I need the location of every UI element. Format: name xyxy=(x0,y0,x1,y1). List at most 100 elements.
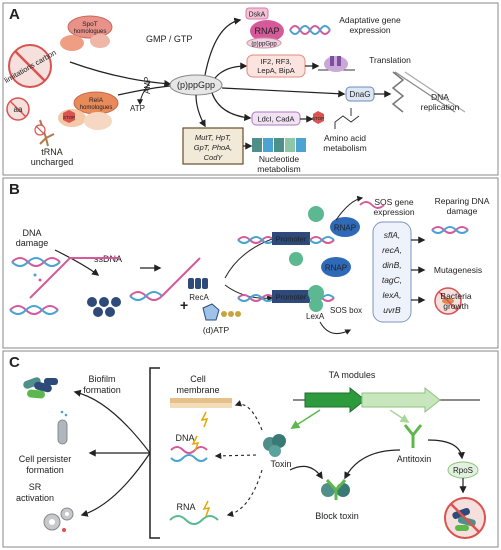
sos-gene-item: tagC, xyxy=(382,275,402,285)
mutt-box xyxy=(182,127,244,165)
panel-c-border xyxy=(2,350,499,548)
toxin-icon xyxy=(263,434,286,457)
arrow-rela-to-ppgpp xyxy=(117,85,171,96)
block-toxin-text: Block toxin xyxy=(315,511,359,521)
lexa-free-1 xyxy=(308,206,324,222)
bacteria-growth-icon xyxy=(434,287,462,315)
sos-gene-item: dinB, xyxy=(382,260,401,270)
promoter-top-dna xyxy=(237,236,275,244)
sos-gene-item: uvrB xyxy=(383,305,401,315)
datp-text: (d)ATP xyxy=(203,325,230,335)
promoter-top-dna-2 xyxy=(237,236,275,244)
biofilm-text: Biofilm xyxy=(88,374,115,384)
plus-sign: + xyxy=(180,297,188,313)
bacteria-growth-text-2: growth xyxy=(443,301,469,311)
dna-replication-strand-2 xyxy=(404,71,466,113)
amino-acid-structure-icon xyxy=(334,108,360,129)
rnap-a-node xyxy=(250,20,284,42)
nucleotide-chain-icon xyxy=(252,138,306,152)
dksa-box xyxy=(245,7,269,20)
dna-damage-text: DNA xyxy=(22,228,41,238)
membrane-text: Cell xyxy=(190,374,206,384)
trna-text: tRNA xyxy=(41,147,63,157)
dna-helix-a1b xyxy=(289,25,331,35)
arrow-antitoxin-block xyxy=(344,449,401,480)
arrow-spot-to-ppgpp xyxy=(69,61,172,88)
sos-gene-text: SOS gene xyxy=(374,197,413,207)
sos-box-text: SOS box xyxy=(330,306,362,315)
ta-modules-text: TA modules xyxy=(329,370,376,380)
fragment-dot-2 xyxy=(38,278,42,282)
rela-homologues: RelA homologues STOP xyxy=(58,91,119,130)
repair-text-2: damage xyxy=(447,206,478,216)
damaged-dna-icon-2 xyxy=(11,257,61,267)
rela-label-2: homologues xyxy=(80,105,113,111)
lexa-free-2 xyxy=(289,252,303,266)
spot-homologues: SpoT homologues xyxy=(60,15,113,51)
mutt-text-1: MutT, HpT, xyxy=(195,133,231,142)
biofilm-text-2: formation xyxy=(83,385,121,395)
arrow-gene-toxin xyxy=(290,409,321,429)
lexa-text: LexA xyxy=(306,312,325,321)
persister-text-2: formation xyxy=(26,465,64,475)
adaptative-text-2: expression xyxy=(349,25,390,35)
lexa-bound-1 xyxy=(308,285,324,301)
panel-c: C Biofilm formation Cell persister forma… xyxy=(2,350,499,548)
ribosome-icon xyxy=(318,56,355,72)
ssdna-strand xyxy=(29,257,120,299)
amino-acid-text: Amino acid xyxy=(324,133,366,143)
ppgpp-small-node xyxy=(246,37,282,49)
panel-b: B DNA damage ssDNA RecA + xyxy=(2,177,499,349)
arrow-to-rnap xyxy=(204,17,242,76)
stop-sign-2-text: STOP xyxy=(312,116,324,121)
repaired-dna-icon xyxy=(431,226,469,234)
antitoxin-icon xyxy=(403,424,423,448)
amino-acid-text-2: metabolism xyxy=(323,143,366,153)
panel-b-label: B xyxy=(9,181,20,198)
aa-text: aa xyxy=(14,105,23,114)
biofilm-icon xyxy=(23,377,58,399)
ppgpp-small-text: (p)ppGpp xyxy=(251,42,277,48)
promoter-top-text: Promoter xyxy=(276,235,307,244)
promoter-bottom-text: Promoter xyxy=(276,293,307,302)
arrow-toxin-dna xyxy=(214,452,257,460)
arrow-rnap-sos xyxy=(335,195,364,221)
membrane-icon xyxy=(170,398,232,428)
atp-text: ATP xyxy=(130,104,145,113)
sos-gene-text-2: expression xyxy=(373,207,414,217)
sos-gene-item: recA, xyxy=(382,245,402,255)
panel-a: A limitations carbon aa SpoT homologues … xyxy=(2,2,499,176)
adaptative-text: Adaptative gene xyxy=(339,15,401,25)
rna-c-icon xyxy=(169,500,219,525)
ppgpp-text: (p)ppGpp xyxy=(177,80,215,90)
arrow-sos-box xyxy=(319,321,352,335)
sos-gene-item: sflA, xyxy=(384,230,401,240)
persister-cell-icon xyxy=(57,410,68,445)
rela-label: RelA xyxy=(89,97,104,104)
blocked-bacteria-icon xyxy=(444,497,486,539)
arrow-antitoxin-rpos xyxy=(427,439,465,460)
arrow-damage xyxy=(54,249,100,276)
dksa-text: DskA xyxy=(249,12,266,19)
promoter-bottom-dna xyxy=(237,294,275,302)
ssdna-duplex-2 xyxy=(9,305,59,315)
arrow-gene-antitoxin xyxy=(389,409,410,423)
nucleotide-text: Nucleotide xyxy=(259,154,299,164)
promoter-top-box xyxy=(272,232,310,245)
arrow-reca-top xyxy=(224,237,276,279)
arrow-to-if2 xyxy=(214,62,248,79)
dna-replication-text-2: replication xyxy=(421,102,460,112)
rnap-a-text: RNAP xyxy=(254,26,279,36)
mutt-text-2: GpT, PhoA, xyxy=(194,143,233,152)
arrow-to-mutt xyxy=(195,94,206,128)
repair-text: Reparing DNA xyxy=(435,196,490,206)
panel-b-border xyxy=(2,177,499,349)
toxin-text: Toxin xyxy=(270,459,291,469)
sos-gene-list: sflA,recA,dinB,tagC,lexA,uvrB xyxy=(382,230,402,315)
sr-text: SR xyxy=(29,482,42,492)
dna-c-icon xyxy=(170,435,208,462)
gmp-gtp-text: GMP / GTP xyxy=(146,34,192,44)
lexa-bound-2 xyxy=(309,298,323,312)
stop-sign-1: STOP xyxy=(63,115,75,120)
